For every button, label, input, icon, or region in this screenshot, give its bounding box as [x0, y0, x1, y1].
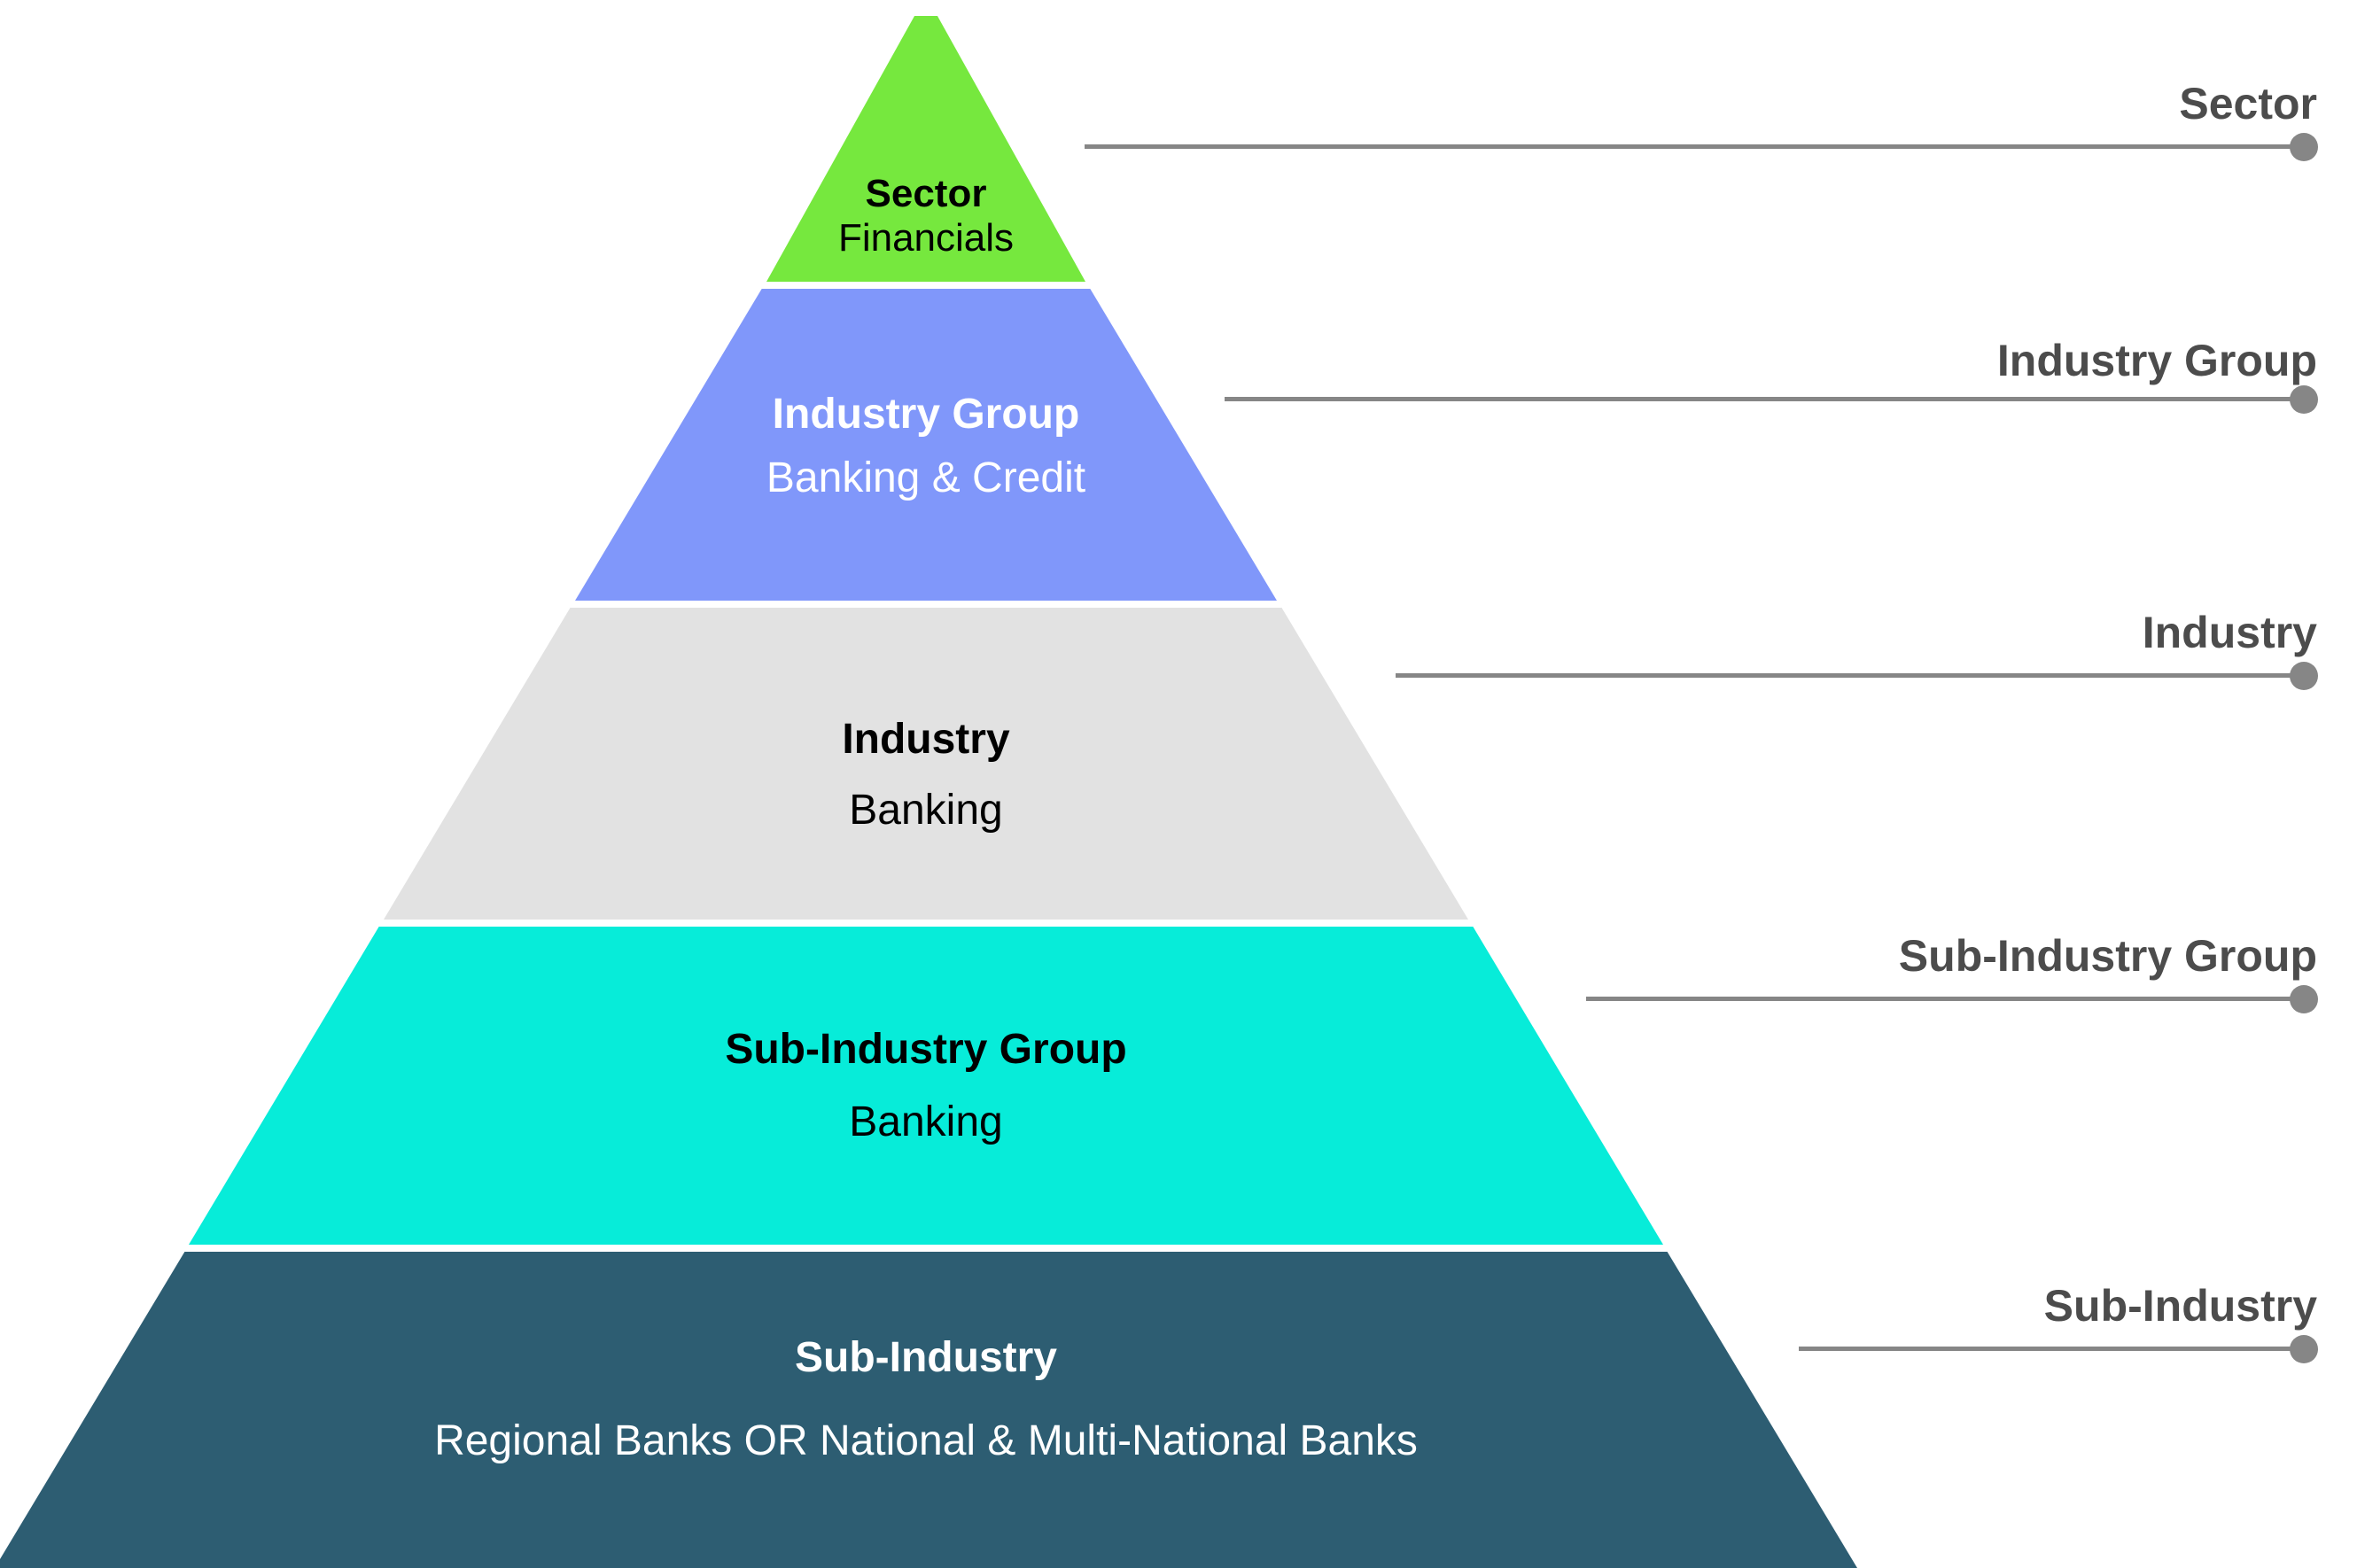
level-title: Sector	[865, 172, 987, 215]
callout-dot-industry-group	[2290, 385, 2318, 414]
callout-line-sub-industry-group	[1586, 997, 2293, 1001]
level-title: Industry Group	[772, 391, 1080, 438]
callout-dot-sub-industry	[2290, 1335, 2318, 1363]
callout-line-sector	[1085, 144, 2293, 149]
level-text-sub-industry-group: Sub-Industry Group Banking	[40, 1028, 1812, 1145]
callout-dot-sector	[2290, 133, 2318, 161]
level-title: Sub-Industry Group	[725, 1026, 1127, 1073]
callout-label-sub-industry-group: Sub-Industry Group	[1898, 931, 2317, 981]
callout-label-sub-industry: Sub-Industry	[2043, 1281, 2317, 1331]
callout-line-industry	[1396, 673, 2293, 678]
level-title: Sub-Industry	[795, 1334, 1057, 1381]
callout-label-industry-group: Industry Group	[1996, 336, 2317, 385]
level-text-sector: Sector Financials	[40, 174, 1812, 259]
callout-line-industry-group	[1225, 397, 2293, 401]
pyramid-level-industry	[384, 608, 1468, 920]
callout-label-sector: Sector	[2179, 79, 2317, 128]
callout-dot-industry	[2290, 662, 2318, 690]
level-text-industry: Industry Banking	[40, 718, 1812, 833]
callout-line-sub-industry	[1799, 1347, 2293, 1351]
level-subtitle: Financials	[837, 215, 1015, 260]
level-subtitle: Regional Banks OR National & Multi-Natio…	[434, 1417, 1418, 1464]
callout-label-industry: Industry	[2142, 608, 2317, 657]
pyramid-level-sub-industry	[0, 1252, 1857, 1568]
callout-dot-sub-industry-group	[2290, 985, 2318, 1013]
level-subtitle: Banking & Credit	[766, 454, 1086, 501]
level-subtitle: Banking	[849, 786, 1003, 834]
level-text-sub-industry: Sub-Industry Regional Banks OR National …	[40, 1336, 1812, 1463]
pyramid-level-sub-industry-group	[189, 927, 1663, 1245]
level-title: Industry	[842, 716, 1010, 763]
level-text-industry-group: Industry Group Banking & Credit	[40, 392, 1812, 501]
level-subtitle: Banking	[849, 1098, 1003, 1145]
